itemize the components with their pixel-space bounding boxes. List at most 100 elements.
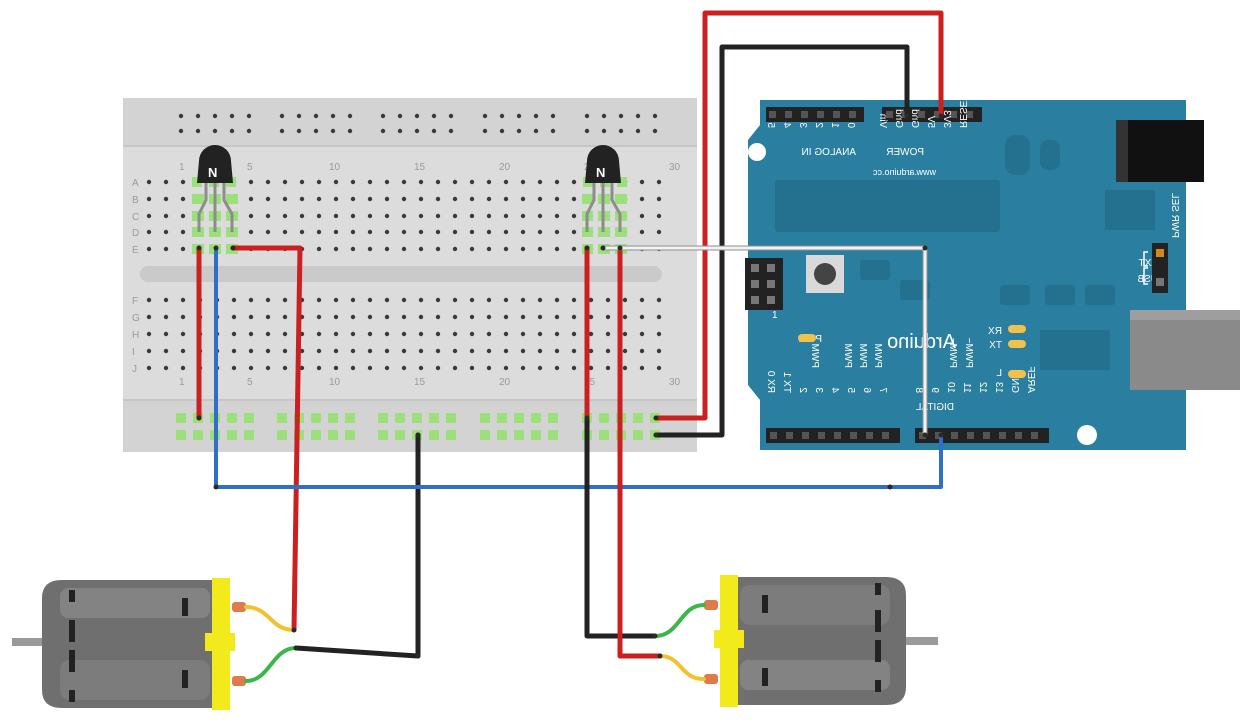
rail-hole	[584, 128, 590, 134]
motor-right	[704, 575, 938, 707]
rail-hole	[279, 113, 285, 119]
breadboard-hole	[350, 213, 356, 219]
header-pin	[802, 432, 809, 439]
breadboard-hole	[656, 331, 662, 337]
rail-hole	[652, 113, 658, 119]
breadboard-hole	[554, 331, 560, 337]
row-letter: A	[132, 178, 139, 189]
header-pin	[935, 432, 942, 439]
header-pin	[866, 432, 873, 439]
breadboard-hole	[367, 213, 373, 219]
motor-terminal	[704, 674, 718, 684]
center-channel	[140, 266, 662, 282]
breadboard-hole	[537, 229, 543, 235]
column-number: 1	[179, 162, 185, 173]
power-label: POWER	[886, 147, 924, 158]
breadboard-hole	[146, 331, 152, 337]
header-pin	[770, 432, 777, 439]
header-pin	[951, 432, 958, 439]
breadboard-hole	[146, 314, 152, 320]
breadboard-hole	[163, 365, 169, 371]
breadboard-hole	[571, 196, 577, 202]
breadboard-hole	[622, 348, 628, 354]
breadboard-hole	[367, 314, 373, 320]
breadboard-hole	[588, 314, 594, 320]
breadboard-hole	[520, 365, 526, 371]
breadboard-hole	[282, 297, 288, 303]
l-led	[1008, 370, 1026, 378]
breadboard-hole	[469, 179, 475, 185]
pwr-sel-label: PWR SEL	[1169, 193, 1180, 238]
breadboard-hole	[588, 348, 594, 354]
rail-hole	[618, 113, 624, 119]
breadboard-hole	[588, 297, 594, 303]
wire-endpoint	[415, 432, 421, 438]
header-pin	[833, 111, 840, 118]
column-number: 15	[414, 162, 426, 173]
wire-endpoint	[652, 633, 658, 639]
breadboard-hole	[163, 196, 169, 202]
breadboard-hole	[503, 314, 509, 320]
breadboard-hole	[418, 348, 424, 354]
breadboard-hole	[401, 314, 407, 320]
breadboard-hole	[231, 314, 237, 320]
rail-hole	[482, 128, 488, 134]
wire-red-right-motor	[617, 245, 663, 659]
header-pin	[919, 432, 926, 439]
breadboard-hole	[350, 196, 356, 202]
breadboard-hole	[350, 246, 356, 252]
breadboard-hole	[299, 229, 305, 235]
breadboard-hole	[401, 297, 407, 303]
row-letter: H	[132, 330, 139, 341]
breadboard-hole	[503, 213, 509, 219]
power-pin-label: 5V	[925, 115, 936, 128]
analog-in-label: ANALOG IN	[802, 147, 856, 158]
breadboard-hole	[571, 246, 577, 252]
breadboard-hole	[435, 331, 441, 337]
breadboard-hole	[248, 229, 254, 235]
breadboard-hole	[333, 196, 339, 202]
breadboard-hole	[554, 348, 560, 354]
column-number: 20	[499, 162, 511, 173]
digital-pin-label: 3	[813, 387, 824, 393]
breadboard-hole	[486, 213, 492, 219]
rail-hole	[516, 113, 522, 119]
lead-yellow-right	[658, 654, 706, 681]
breadboard-hole	[656, 229, 662, 235]
wire-endpoint	[938, 432, 944, 438]
breadboard-hole	[469, 297, 475, 303]
wire-endpoint	[922, 245, 928, 251]
motor-shaft	[12, 638, 48, 646]
breadboard-hole	[622, 365, 628, 371]
breadboard-hole	[639, 297, 645, 303]
breadboard-hole	[469, 196, 475, 202]
breadboard-hole	[316, 331, 322, 337]
breadboard-hole	[656, 179, 662, 185]
breadboard-hole	[571, 314, 577, 320]
breadboard-hole	[384, 196, 390, 202]
breadboard-hole	[486, 179, 492, 185]
column-number: 15	[414, 377, 426, 388]
wire-endpoint	[230, 245, 236, 251]
rail-hole	[533, 128, 539, 134]
breadboard-hole	[367, 365, 373, 371]
breadboard-hole	[622, 314, 628, 320]
breadboard-hole	[333, 365, 339, 371]
analog-pin-label: 3	[797, 122, 808, 128]
breadboard-hole	[146, 213, 152, 219]
breadboard-hole	[265, 331, 271, 337]
breadboard-hole	[554, 179, 560, 185]
pwm-label: PWM~	[963, 338, 974, 368]
column-number: 20	[499, 377, 511, 388]
rail-hole	[229, 128, 235, 134]
rail-hole	[330, 128, 336, 134]
column-number: 5	[247, 162, 253, 173]
wire-endpoint	[904, 113, 910, 119]
row-letter: B	[132, 195, 139, 206]
breadboard-hole	[639, 348, 645, 354]
rail-hole	[212, 128, 218, 134]
breadboard-hole	[350, 179, 356, 185]
breadboard-hole	[469, 348, 475, 354]
wire-endpoint	[617, 245, 623, 251]
tx-label: TX	[989, 340, 1002, 351]
